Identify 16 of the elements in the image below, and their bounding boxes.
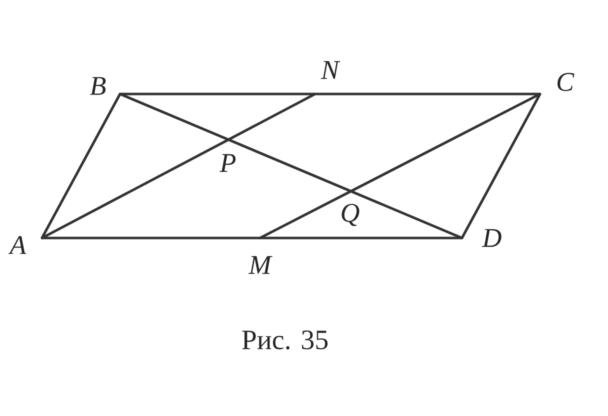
line-segment	[40, 92, 316, 240]
line-segment	[40, 92, 122, 240]
line-segment	[460, 92, 542, 240]
vertex-label: D	[482, 229, 502, 247]
vertex-label: N	[320, 61, 340, 79]
line-segment	[258, 92, 542, 240]
point-label: Q	[342, 204, 360, 226]
vertex-label: A	[8, 236, 26, 254]
point-label: P	[220, 154, 236, 172]
line-segment	[118, 92, 542, 96]
line-segment	[118, 92, 464, 240]
vertex-label: B	[90, 77, 106, 95]
vertex-label: M	[248, 256, 272, 274]
line-segment	[40, 236, 464, 240]
figure-caption: Рис. 35	[242, 330, 328, 350]
vertex-label: C	[558, 72, 574, 92]
